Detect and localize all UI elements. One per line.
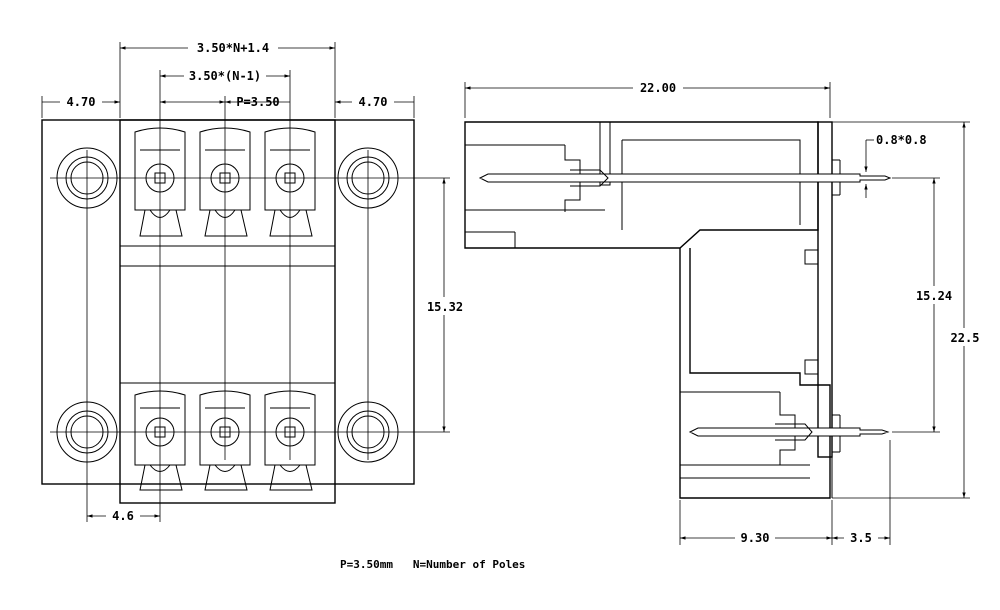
dim-overall-depth: 22.00 [640,81,676,95]
dim-body-to-pcb: 9.30 [741,531,770,545]
dim-flange-right: 4.70 [359,95,388,109]
dim-mount-offset: 4.6 [112,509,134,523]
housing-body [119,119,336,504]
pin-bottom [688,423,890,441]
dim-pin-section: 0.8*0.8 [876,133,927,147]
dim-row-spacing: 15.32 [427,300,463,314]
dim-pin-span: 3.50*(N-1) [189,69,261,83]
dim-overall-width: 3.50*N+1.4 [197,41,269,55]
front-dimensions: 3.50*N+1.4 3.50*(N-1) P=3.50 4.70 4.70 1… [41,40,466,524]
side-view: 22.00 0.8*0.8 15.24 22.5 9.30 3.5 [464,80,986,546]
flange-plate [41,119,415,485]
footnote: P=3.50mm N=Number of Poles [340,558,525,571]
dim-flange-left: 4.70 [67,95,96,109]
side-dimensions: 22.00 0.8*0.8 15.24 22.5 9.30 3.5 [464,80,986,546]
dim-pin-protrusion: 3.5 [850,531,872,545]
dim-pin-spacing: 15.24 [916,289,952,303]
side-upper-body [464,121,819,249]
pin-top [478,169,892,187]
side-lower-body [679,248,831,499]
dim-pitch: P=3.50 [236,95,279,109]
center-lines [50,70,450,522]
side-front-plate [817,121,833,458]
dim-overall-height: 22.5 [951,331,980,345]
front-view: 3.50*N+1.4 3.50*(N-1) P=3.50 4.70 4.70 1… [41,40,466,524]
